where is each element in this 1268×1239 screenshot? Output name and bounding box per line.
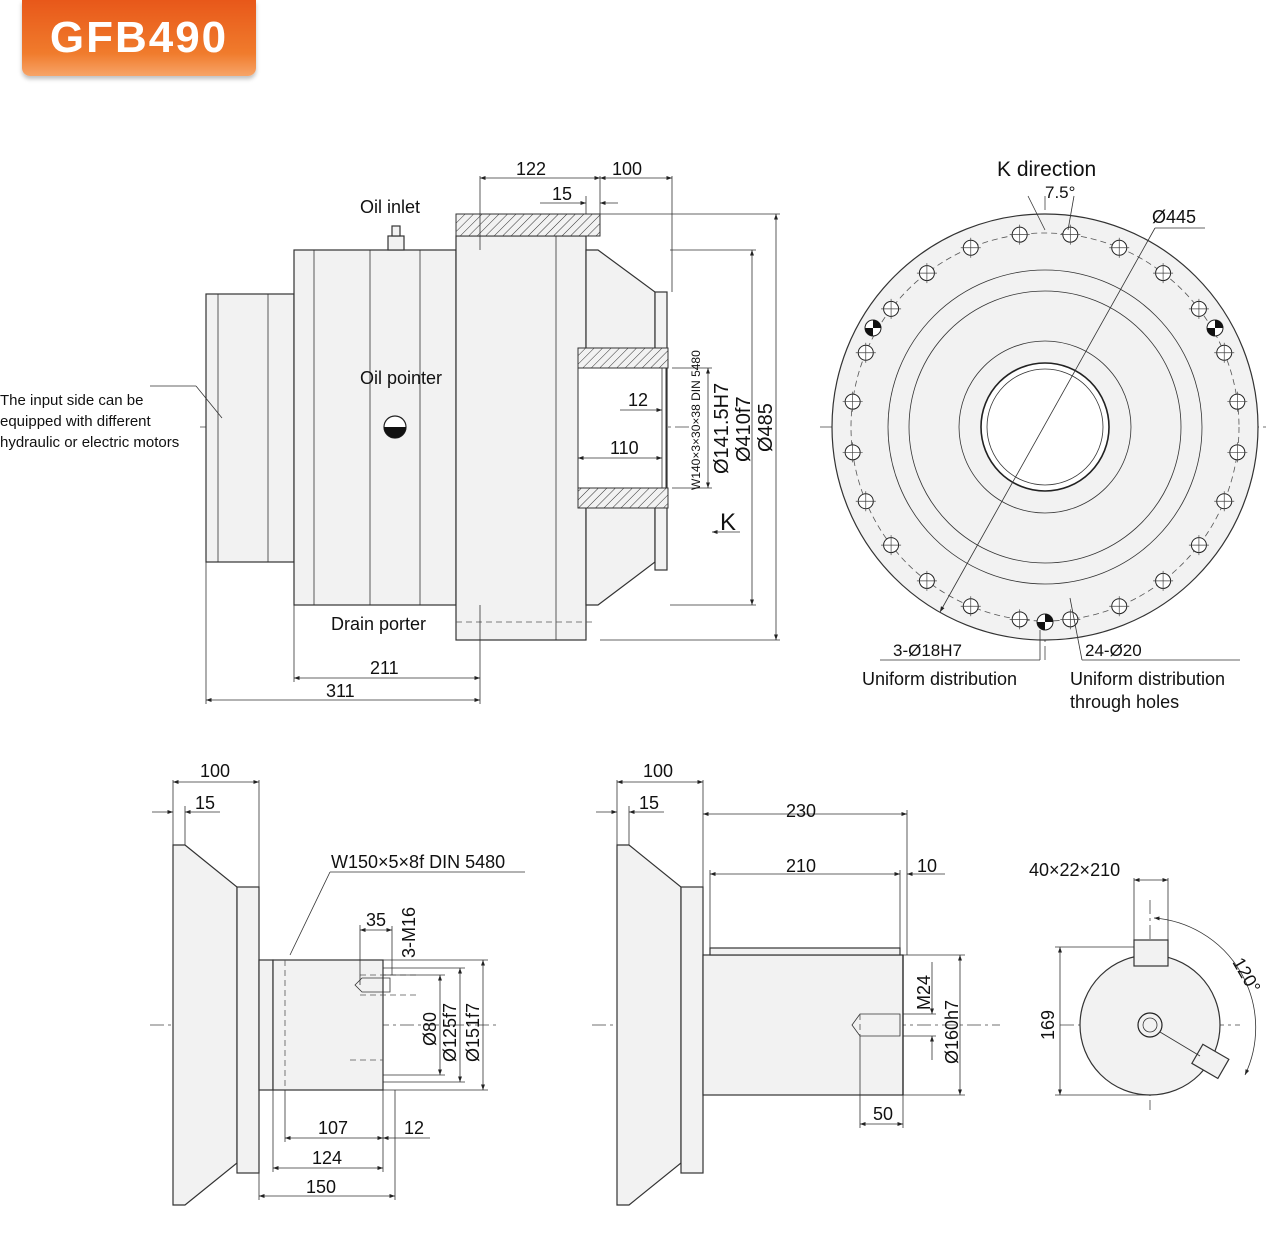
bolt-hole — [1214, 491, 1235, 512]
holes-24-note-1: Uniform distribution — [1070, 669, 1225, 689]
bolt-hole — [1060, 224, 1081, 245]
bolt-hole — [960, 596, 981, 617]
oil-pointer-label: Oil pointer — [360, 368, 442, 388]
bolt-hole — [916, 570, 937, 591]
bolt-hole — [881, 298, 902, 319]
dim-d410: Ø410f7 — [733, 396, 755, 462]
pin-hole — [1036, 613, 1054, 631]
dim-d160: Ø160h7 — [942, 1000, 962, 1064]
dim-35: 35 — [366, 910, 386, 930]
dim-d125: Ø125f7 — [440, 1003, 460, 1062]
bolt-hole — [1188, 298, 1209, 319]
k-direction-view: K direction 7.5° Ø445 3-Ø18H7 Uniform di… — [820, 158, 1268, 712]
pin-hole — [1206, 319, 1224, 337]
spline-spec-label: W150×5×8f DIN 5480 — [331, 852, 505, 872]
model-badge: GFB490 — [22, 0, 256, 76]
bolt-hole — [1009, 609, 1030, 630]
dim-15: 15 — [552, 184, 572, 204]
bolt-hole — [1153, 263, 1174, 284]
dim-15: 15 — [195, 793, 215, 813]
bolt-hole — [916, 263, 937, 284]
dim-230: 230 — [786, 801, 816, 821]
note-line: hydraulic or electric motors — [0, 434, 180, 451]
dim-12: 12 — [404, 1118, 424, 1138]
spline-spec-label: W140×3×30×38 DIN 5480 — [689, 350, 703, 490]
dim-211: 211 — [370, 658, 399, 678]
bolt-hole — [855, 491, 876, 512]
bolt-hole — [1214, 342, 1235, 363]
dim-124: 124 — [312, 1148, 342, 1168]
pin-hole — [864, 319, 882, 337]
k-view-marker: K — [720, 509, 736, 536]
k-direction-title: K direction — [997, 158, 1096, 181]
angle-120-label: 120° — [1229, 954, 1265, 996]
side-view: Oil inlet Oil pointer Drain porter 122 1… — [150, 159, 780, 704]
bolt-hole — [1009, 224, 1030, 245]
dim-d80: Ø80 — [420, 1012, 440, 1046]
dim-d151: Ø151f7 — [463, 1003, 483, 1062]
bolt-hole — [1188, 535, 1209, 556]
dim-311: 311 — [326, 681, 355, 701]
dim-100: 100 — [612, 159, 642, 179]
bolt-hole — [881, 535, 902, 556]
model-title: GFB490 — [49, 13, 229, 62]
dim-100: 100 — [643, 761, 673, 781]
holes-24-note-2: through holes — [1070, 692, 1179, 712]
dim-169: 169 — [1038, 1010, 1058, 1040]
dim-12: 12 — [628, 390, 648, 410]
dim-d485: Ø485 — [755, 403, 777, 452]
bolt-hole — [1227, 442, 1248, 463]
bolt-hole — [1227, 391, 1248, 412]
keyed-shaft-view: 100 15 230 210 10 M24 Ø160h7 50 — [592, 761, 1000, 1206]
holes-3-note: Uniform distribution — [862, 669, 1017, 689]
note-line: equipped with different — [0, 413, 151, 430]
bolt-hole — [1153, 570, 1174, 591]
bolt-circle-holes — [842, 224, 1248, 630]
dim-10: 10 — [917, 856, 937, 876]
dim-100: 100 — [200, 761, 230, 781]
dim-122: 122 — [516, 159, 546, 179]
bolt-hole — [842, 391, 863, 412]
bolt-hole — [842, 442, 863, 463]
dim-d141: Ø141.5H7 — [711, 383, 733, 474]
bolt-hole — [855, 342, 876, 363]
bolt-hole — [1109, 237, 1130, 258]
dim-15: 15 — [639, 793, 659, 813]
thread-m24: M24 — [914, 975, 934, 1010]
dim-110: 110 — [610, 438, 639, 458]
holes-3-d18-label: 3-Ø18H7 — [893, 641, 962, 660]
bolt-hole — [1109, 596, 1130, 617]
dim-d445: Ø445 — [1152, 207, 1196, 227]
dim-210: 210 — [786, 856, 816, 876]
drain-porter-label: Drain porter — [331, 614, 426, 634]
spline-shaft-view: 100 15 W150×5×8f DIN 5480 35 3-M16 Ø80 Ø… — [150, 761, 525, 1206]
oil-inlet-label: Oil inlet — [360, 197, 420, 217]
dim-150: 150 — [306, 1177, 336, 1197]
input-side-note: The input side can be equipped with diff… — [0, 390, 210, 453]
holes-24-d20-label: 24-Ø20 — [1085, 641, 1142, 660]
key-end-view: 40×22×210 169 120° — [1029, 860, 1264, 1110]
bolt-hole — [960, 237, 981, 258]
dim-107: 107 — [318, 1118, 348, 1138]
note-line: The input side can be — [0, 392, 144, 409]
key-size-label: 40×22×210 — [1029, 860, 1120, 880]
bolt-hole — [1060, 609, 1081, 630]
dim-50: 50 — [873, 1104, 893, 1124]
thread-3-m16: 3-M16 — [399, 907, 419, 958]
angle-7-5-label: 7.5° — [1045, 183, 1075, 202]
